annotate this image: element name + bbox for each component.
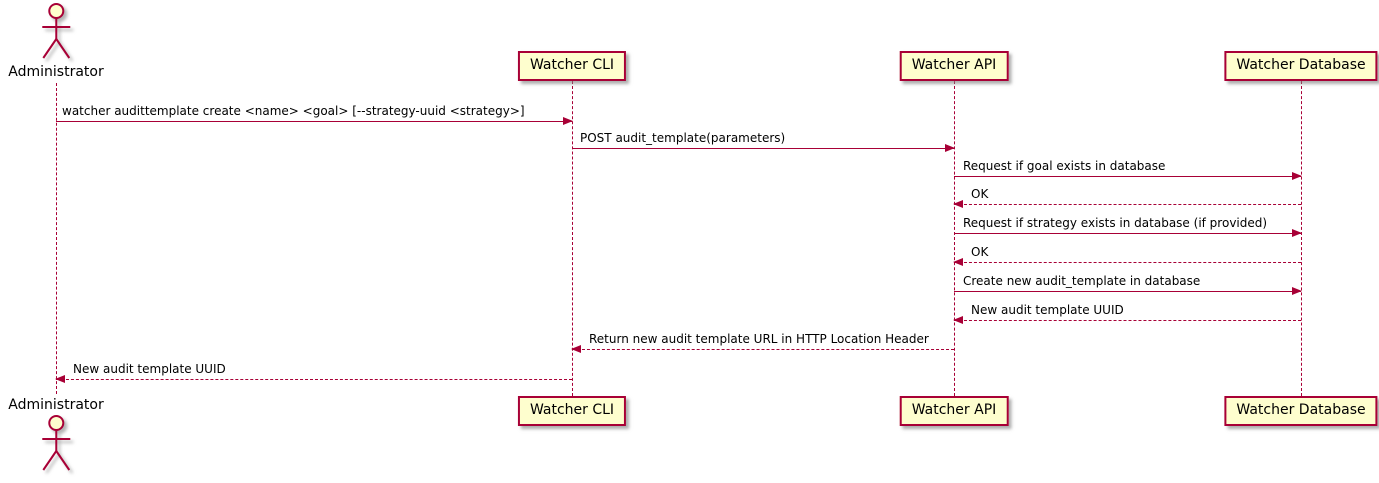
actor-administrator-top: Administrator	[8, 2, 104, 80]
message-label: POST audit_template(parameters)	[580, 131, 786, 145]
message-label: Request if goal exists in database	[963, 159, 1166, 173]
message-line	[954, 320, 1301, 321]
message-label: New audit template UUID	[971, 303, 1124, 317]
lifeline-watcher-api	[954, 81, 955, 396]
message-line	[954, 176, 1301, 177]
actor-administrator-bottom: Administrator	[8, 397, 104, 474]
message-label: Return new audit template URL in HTTP Lo…	[589, 332, 929, 346]
actor-label: Administrator	[8, 397, 104, 413]
message-label: Request if strategy exists in database (…	[963, 216, 1268, 230]
message-label: watcher audittemplate create <name> <goa…	[62, 104, 525, 118]
lifeline-administrator	[56, 83, 57, 394]
participant-watcher-api-bottom: Watcher API	[899, 396, 1009, 426]
message-label: New audit template UUID	[73, 362, 226, 376]
arrowhead-left-icon	[571, 345, 581, 353]
lifeline-watcher-database	[1301, 81, 1302, 396]
participant-watcher-api-top: Watcher API	[899, 51, 1009, 81]
arrowhead-right-icon	[563, 117, 573, 125]
message-label: Create new audit_template in database	[963, 274, 1201, 288]
message-line	[954, 233, 1301, 234]
message-line	[572, 148, 954, 149]
participant-watcher-database-bottom: Watcher Database	[1224, 396, 1378, 426]
actor-icon	[42, 3, 70, 59]
message-line	[572, 349, 954, 350]
arrowhead-right-icon	[1292, 172, 1302, 180]
message-line	[954, 262, 1301, 263]
actor-icon	[42, 415, 70, 471]
message-line	[56, 379, 572, 380]
participant-watcher-database-top: Watcher Database	[1224, 51, 1378, 81]
arrowhead-right-icon	[1292, 229, 1302, 237]
message-line	[56, 121, 572, 122]
arrowhead-right-icon	[1292, 287, 1302, 295]
message-label: OK	[971, 245, 989, 259]
lifeline-watcher-cli	[572, 81, 573, 396]
arrowhead-left-icon	[953, 316, 963, 324]
participant-watcher-cli-top: Watcher CLI	[517, 51, 627, 81]
arrowhead-left-icon	[953, 200, 963, 208]
arrowhead-right-icon	[945, 144, 955, 152]
arrowhead-left-icon	[953, 258, 963, 266]
arrowhead-left-icon	[55, 375, 65, 383]
actor-label: Administrator	[8, 64, 104, 80]
participant-watcher-cli-bottom: Watcher CLI	[517, 396, 627, 426]
message-line	[954, 291, 1301, 292]
message-line	[954, 204, 1301, 205]
message-label: OK	[971, 187, 989, 201]
